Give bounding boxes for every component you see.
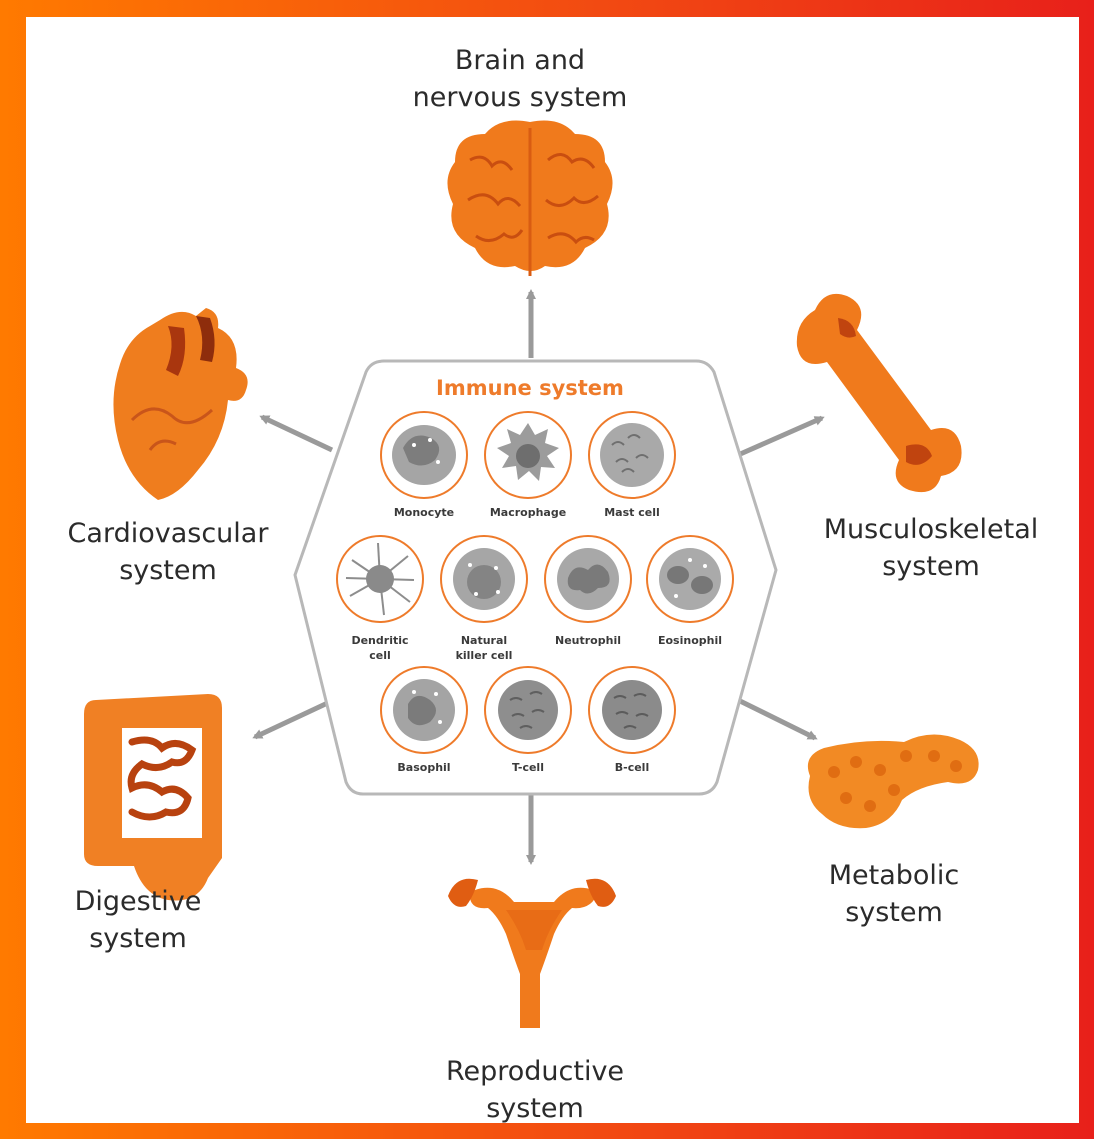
cell-label-b-cell: B-cell bbox=[577, 760, 687, 775]
cell-label-mast-cell: Mast cell bbox=[577, 505, 687, 520]
cell-label-monocyte: Monocyte bbox=[369, 505, 479, 520]
intestines-icon bbox=[84, 694, 222, 901]
t-cell-icon bbox=[485, 667, 571, 753]
arrow-to-metabolic bbox=[738, 700, 815, 738]
uterus-icon bbox=[448, 879, 616, 1028]
pancreas-icon bbox=[808, 734, 979, 828]
cell-label-basophil: Basophil bbox=[369, 760, 479, 775]
diagram-canvas: Immune system Monocyte Macrophage Mast c… bbox=[26, 17, 1079, 1123]
brain-icon bbox=[447, 121, 612, 277]
cell-label-eosinophil: Eosinophil bbox=[635, 633, 745, 648]
cell-label-neutrophil: Neutrophil bbox=[533, 633, 643, 648]
monocyte-icon bbox=[381, 412, 467, 498]
b-cell-icon bbox=[589, 667, 675, 753]
eosinophil-icon bbox=[647, 536, 733, 622]
immune-system-title: Immune system bbox=[400, 376, 660, 400]
natural-killer-cell-icon bbox=[441, 536, 527, 622]
mast-cell-icon bbox=[589, 412, 675, 498]
arrow-to-cardio bbox=[262, 417, 332, 450]
arrow-to-digestive bbox=[255, 700, 334, 737]
cell-label-macrophage: Macrophage bbox=[473, 505, 583, 520]
basophil-icon bbox=[381, 667, 467, 753]
heart-icon bbox=[113, 308, 247, 500]
cell-label-t-cell: T-cell bbox=[473, 760, 583, 775]
neutrophil-icon bbox=[545, 536, 631, 622]
bone-icon bbox=[797, 294, 962, 492]
arrow-to-musculo bbox=[738, 418, 822, 455]
dendritic-cell-icon bbox=[337, 536, 423, 622]
macrophage-icon bbox=[485, 412, 571, 498]
